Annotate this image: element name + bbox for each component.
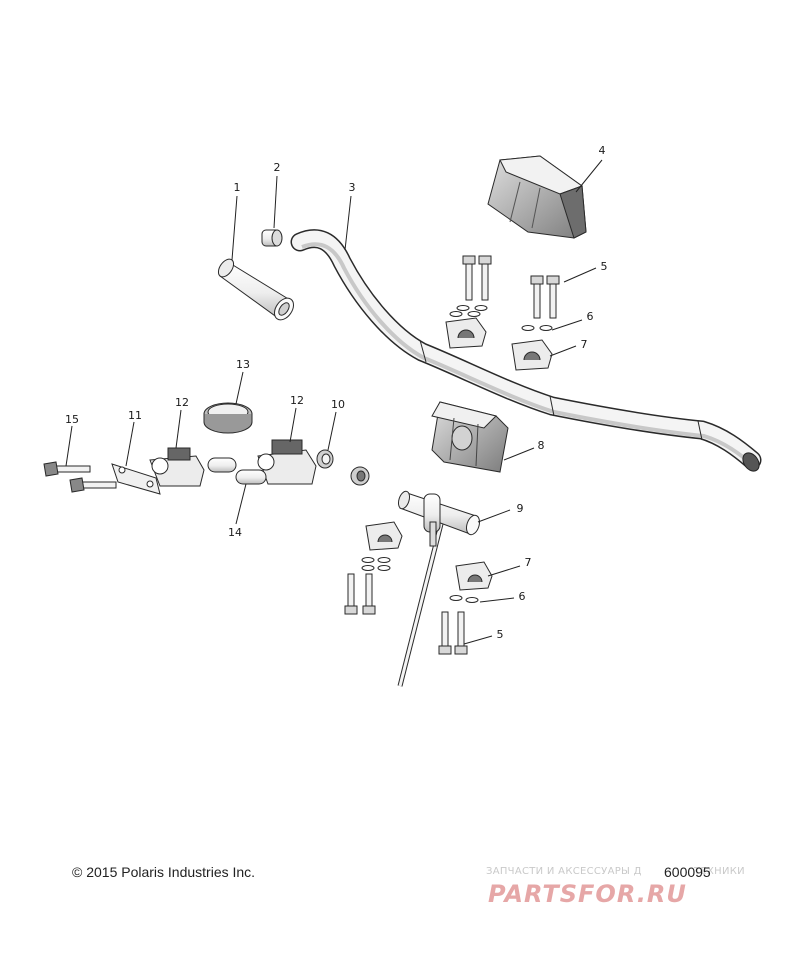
- grip: [217, 258, 295, 321]
- steering-post: [397, 490, 480, 687]
- clamp-upper-right: [511, 339, 553, 371]
- callout-5-lower: 5: [497, 628, 504, 641]
- link-plate: [111, 463, 161, 495]
- washers-upper-left: [449, 305, 488, 317]
- washers-upper-right: [521, 325, 553, 331]
- bushing-ring: [203, 402, 253, 434]
- callout-10: 10: [331, 398, 345, 411]
- handlebar-mount-block: [431, 401, 509, 473]
- callout-1: 1: [234, 181, 241, 194]
- spacer-14-upper: [207, 457, 237, 473]
- washers-lower-left: [361, 557, 391, 571]
- callout-2: 2: [274, 161, 281, 174]
- bushing-10: [316, 449, 334, 469]
- callout-5: 5: [601, 260, 608, 273]
- washers-lower-right: [449, 595, 479, 603]
- bolt-15-upper: [43, 461, 91, 477]
- handlebar-cover: [487, 155, 587, 239]
- callout-15: 15: [65, 413, 79, 426]
- leader-lines: [65, 159, 603, 645]
- nut: [350, 466, 370, 486]
- clamp-lower-left: [365, 521, 403, 551]
- bolt-pair-lower-right: [438, 611, 468, 655]
- copyright-notice: © 2015 Polaris Industries Inc.: [72, 864, 256, 880]
- clamp-upper-left: [445, 317, 487, 349]
- callout-8: 8: [538, 439, 545, 452]
- callout-7: 7: [581, 338, 588, 351]
- callout-13: 13: [236, 358, 250, 371]
- spacer-14-lower: [235, 469, 267, 485]
- callout-3: 3: [349, 181, 356, 194]
- callout-6-lower: 6: [519, 590, 526, 603]
- watermark-line1: ЗАПЧАСТИ И АКСЕССУАРЫ Д: [486, 866, 642, 877]
- callout-9: 9: [517, 502, 524, 515]
- callout-7-lower: 7: [525, 556, 532, 569]
- callout-12-left: 12: [175, 396, 189, 409]
- bolt-pair-lower-left: [344, 573, 376, 615]
- bolt-15-lower: [69, 477, 117, 493]
- clamp-12-left: [149, 447, 205, 487]
- handlebar: [290, 229, 762, 472]
- watermark-line1-end: ТЕХНИКИ: [693, 866, 745, 877]
- end-plug: [261, 229, 283, 247]
- callout-12-right: 12: [290, 394, 304, 407]
- callout-labels: 1 2 3 4 5 6 7 8 9 10 11 12 13 14 15 12 7…: [65, 144, 608, 641]
- callout-14: 14: [228, 526, 242, 539]
- bolt-pair-upper-right: [530, 275, 560, 319]
- callout-11: 11: [128, 409, 142, 422]
- watermark-text: ЗАПЧАСТИ И АКСЕССУАРЫ Д ТЕХНИКИ: [486, 866, 745, 877]
- callout-4: 4: [599, 144, 606, 157]
- bolt-pair-upper-left: [462, 255, 492, 301]
- watermark-logo: PARTSFOR.RU: [488, 880, 687, 908]
- clamp-12-right: [257, 439, 317, 485]
- callout-6: 6: [587, 310, 594, 323]
- figure-number: 600095: [664, 864, 711, 880]
- clamp-lower-right: [455, 561, 493, 591]
